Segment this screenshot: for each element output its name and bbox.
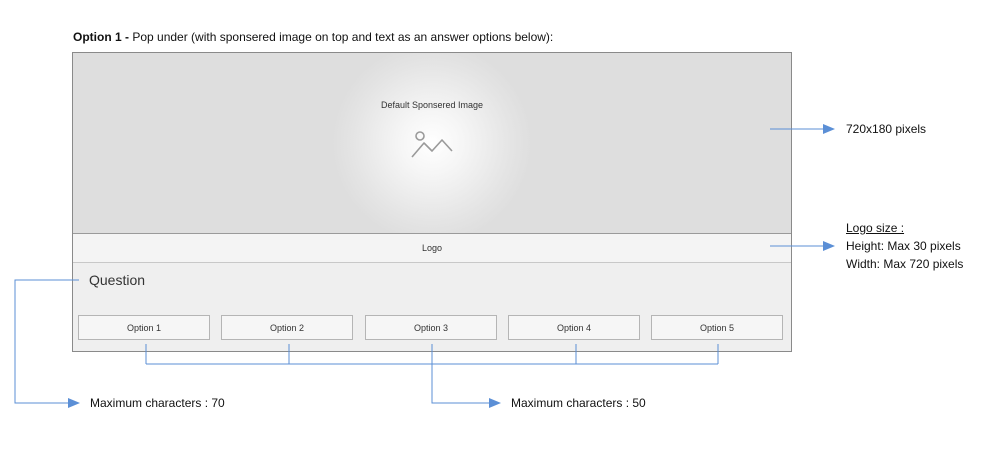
logo-size-title: Logo size : <box>846 221 905 235</box>
option-button-2[interactable]: Option 2 <box>221 315 353 340</box>
heading-description: Pop under (with sponsered image on top a… <box>129 30 554 44</box>
popunder-frame: Default Sponsered Image Logo Question Op… <box>72 52 792 352</box>
option-button-4[interactable]: Option 4 <box>508 315 640 340</box>
logo-width-note: Width: Max 720 pixels <box>846 257 964 271</box>
option-button-3[interactable]: Option 3 <box>365 315 497 340</box>
image-placeholder-icon <box>411 131 453 158</box>
question-text: Question <box>89 272 146 288</box>
question-max-note: Maximum characters : 70 <box>90 396 225 410</box>
heading-option-label: Option 1 - <box>73 30 129 44</box>
option-max-note: Maximum characters : 50 <box>511 396 646 410</box>
sponsored-image-label: Default Sponsered Image <box>380 100 484 110</box>
options-bracket-arrow <box>431 344 501 408</box>
logo-label: Logo <box>421 243 443 253</box>
option-button-1[interactable]: Option 1 <box>78 315 210 340</box>
logo-bar: Logo <box>73 234 791 263</box>
question-bracket-arrow <box>14 279 80 408</box>
sponsored-image-area[interactable]: Default Sponsered Image <box>73 53 791 234</box>
logo-height-note: Height: Max 30 pixels <box>846 239 961 253</box>
option-button-5[interactable]: Option 5 <box>651 315 783 340</box>
image-size-note: 720x180 pixels <box>846 122 927 136</box>
page-heading: Option 1 - Pop under (with sponsered ima… <box>73 30 553 44</box>
